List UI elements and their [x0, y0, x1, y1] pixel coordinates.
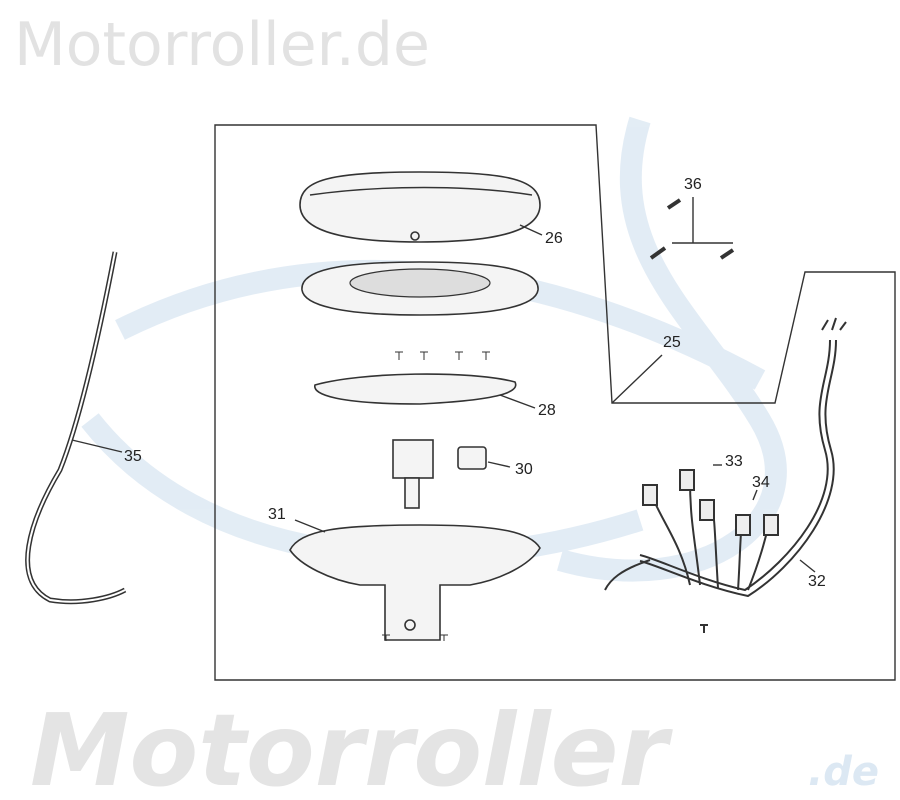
callout-34: 34: [752, 474, 770, 491]
part-meter-bezel: [301, 261, 539, 316]
watermark-bottom: Motorroller: [30, 692, 673, 800]
leader-lines: [71, 224, 816, 573]
part-28-panel: [314, 373, 517, 405]
callout-30: 30: [515, 461, 533, 478]
callout-33: 33: [725, 453, 743, 470]
callout-31: 31: [268, 506, 286, 523]
watermark-title: Motorroller.de: [14, 10, 430, 80]
callout-35: 35: [124, 448, 142, 465]
part-30-socket: [392, 439, 487, 509]
part-36-screws: [649, 197, 735, 260]
part-26-meter-cover: [299, 171, 541, 243]
part-35-speedo-cable-core: [26, 251, 126, 603]
callout-32: 32: [808, 573, 826, 590]
callout-28: 28: [538, 402, 556, 419]
screws-row: [395, 351, 490, 360]
callout-36: 36: [684, 176, 702, 193]
callout-25: 25: [663, 334, 681, 351]
part-32-wire-harness: [604, 317, 847, 633]
assembly-frame: [214, 124, 896, 681]
part-31-housing: [289, 524, 541, 641]
watermark-suffix: .de: [808, 749, 879, 795]
callout-26: 26: [545, 230, 563, 247]
part-35-speedo-cable: [25, 251, 127, 605]
